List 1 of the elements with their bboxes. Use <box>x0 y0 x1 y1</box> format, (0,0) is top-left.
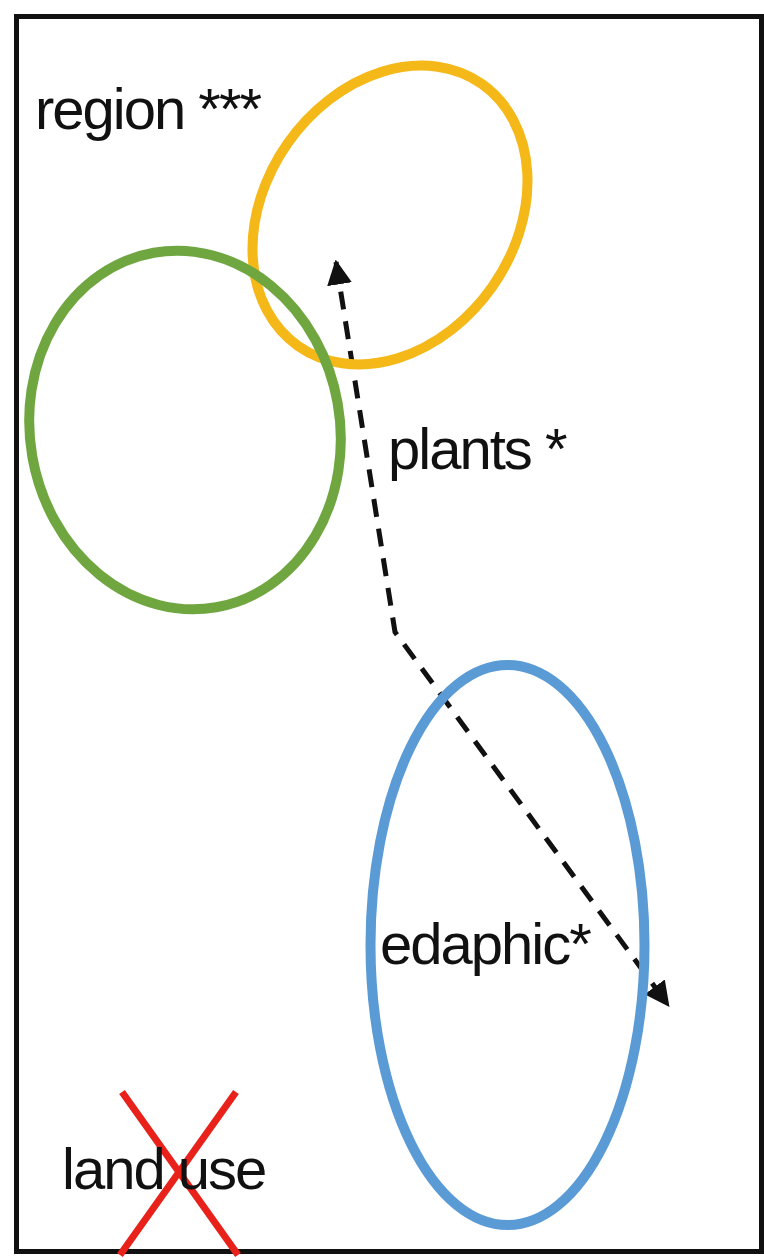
arrow <box>327 259 670 1007</box>
